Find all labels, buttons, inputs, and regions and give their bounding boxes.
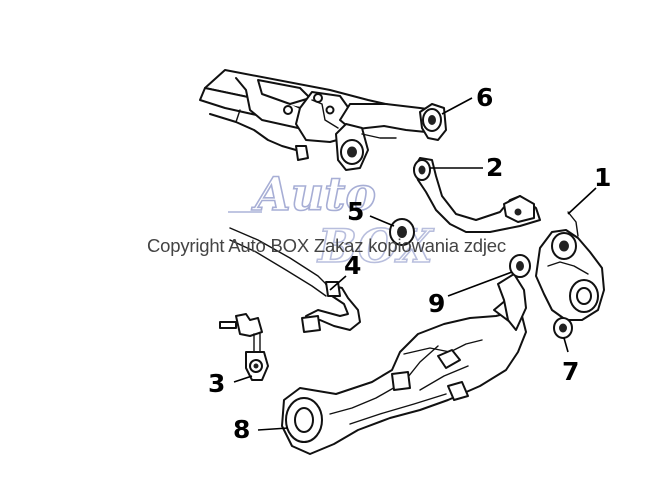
callout-7: 7 [562,357,579,386]
knuckle [535,211,605,321]
watermark-logo: Auto BOX [228,166,436,274]
leader-4 [329,275,347,291]
leader-1 [567,187,597,215]
callout-1: 1 [594,163,611,192]
callout-6: 6 [476,83,493,112]
callout-8: 8 [233,415,250,444]
watermark-copyright: Copyright Auto BOX Zakaz kopiowania zdje… [147,235,506,256]
leader-6 [441,97,473,115]
upper-link [413,157,541,233]
stabilizer-link [219,313,269,381]
leader-9 [447,271,513,297]
callout-4: 4 [344,251,361,280]
callout-labels: 1 2 3 4 5 6 7 8 9 [208,83,611,444]
callout-5: 5 [347,197,364,226]
toe-link-bushing [389,218,415,246]
leader-7 [563,337,569,353]
callout-9: 9 [428,289,445,318]
leader-8 [257,427,289,431]
stabilizer-bar [229,227,361,333]
knuckle-bracket [497,254,531,331]
leader-3 [233,375,253,383]
watermark-logo-line1: Auto [251,167,376,221]
leader-5 [369,215,395,227]
callout-3: 3 [208,369,225,398]
callout-2: 2 [486,153,503,182]
leader-lines [233,97,597,431]
knuckle-bushing [553,317,573,339]
watermark-logo-line2: BOX [316,219,435,273]
upper-control-arm [335,103,447,171]
